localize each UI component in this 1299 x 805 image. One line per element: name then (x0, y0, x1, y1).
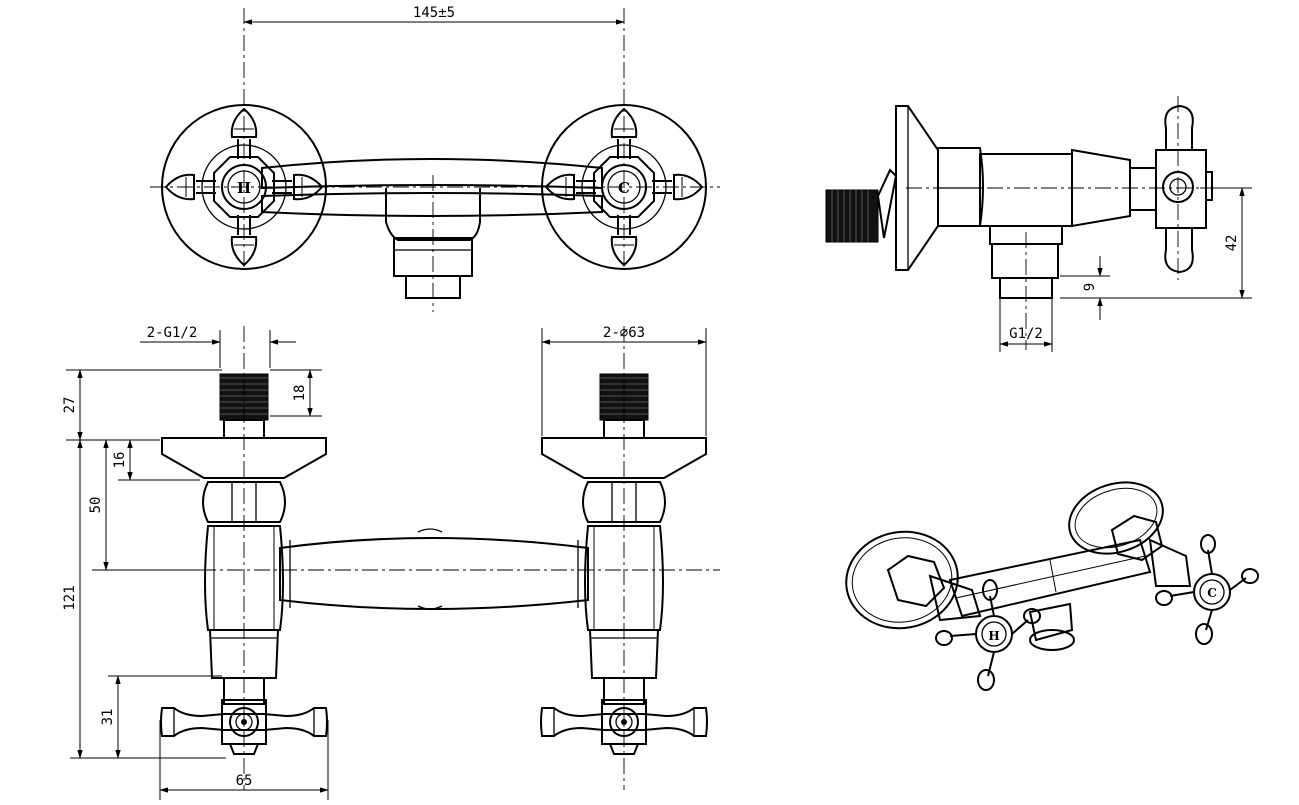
dim-width-between-centers: 145±5 (413, 5, 455, 21)
dim-outlet-thread: G1/2 (1009, 326, 1043, 342)
side-view: 42 9 G1/2 (826, 96, 1252, 352)
dim-inlet-extension: 27 (62, 397, 78, 414)
cold-mark: C (618, 179, 630, 197)
dim-flange-thickness: 16 (112, 452, 128, 469)
top-view: H C 145±5 (150, 5, 720, 312)
dim-outlet-length: 9 (1082, 283, 1098, 291)
dim-handle-width: 65 (236, 773, 253, 789)
isometric-view: H C (839, 471, 1258, 690)
dim-thread-length: 18 (292, 385, 308, 402)
iso-hot-mark: H (988, 629, 999, 643)
dim-overall-height: 121 (62, 585, 78, 610)
dim-axis-to-outlet: 42 (1224, 235, 1240, 252)
dim-to-body-axis: 50 (88, 497, 104, 514)
hot-mark: H (237, 179, 251, 197)
front-view: 2-G1/2 2-∅63 18 27 16 50 121 31 (62, 325, 720, 800)
dim-handle-height: 31 (100, 709, 116, 726)
dim-flange-diameter: 2-∅63 (603, 325, 645, 341)
iso-cold-mark: C (1207, 586, 1217, 600)
dim-inlet-thread: 2-G1/2 (147, 325, 198, 341)
